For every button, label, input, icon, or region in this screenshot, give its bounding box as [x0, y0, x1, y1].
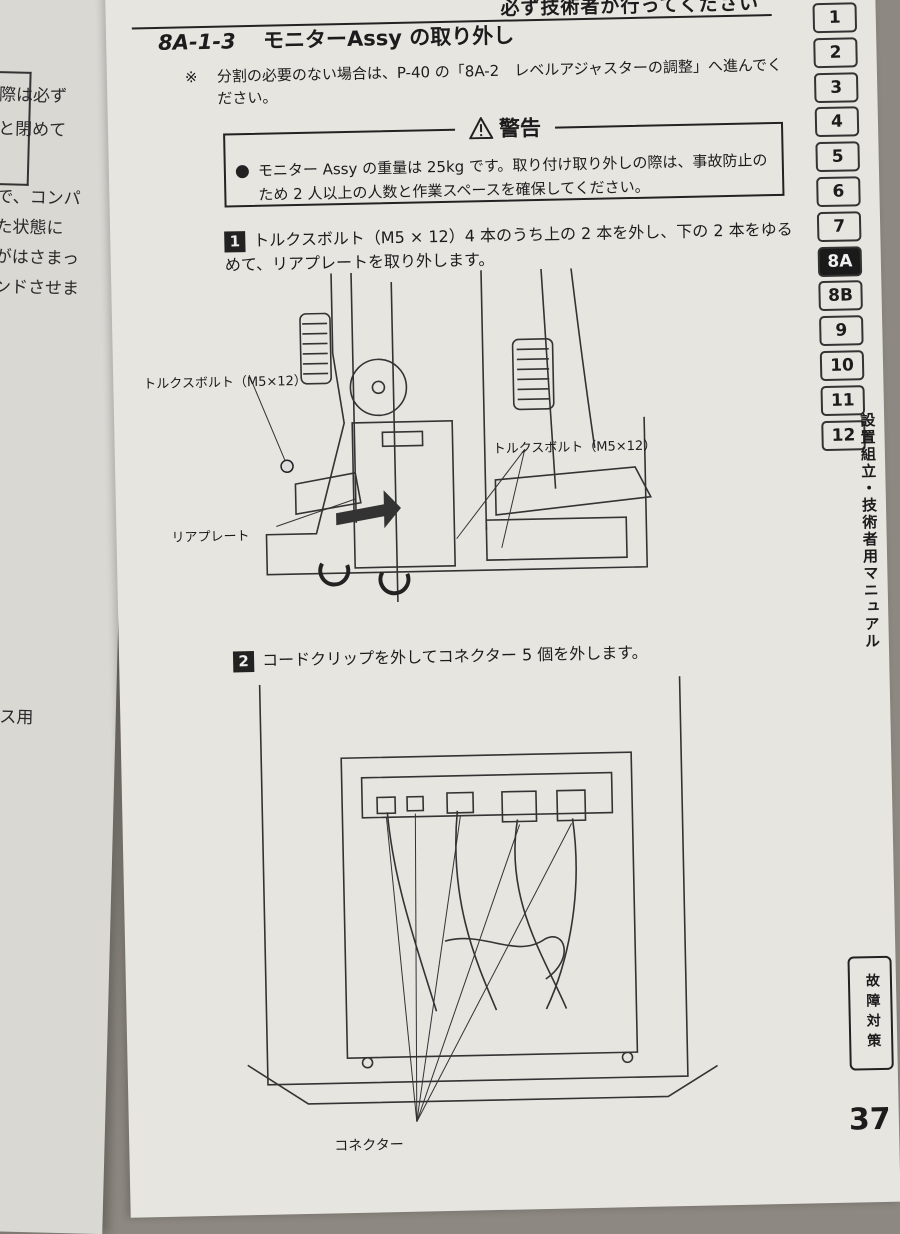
rear-plate-window	[381, 430, 424, 448]
previous-page-line-2: た状態に	[0, 217, 64, 239]
previous-page-box-line-2: と閉めて	[0, 119, 67, 141]
manual-name-label: 設置組立・技術者用マニュアル	[858, 411, 882, 651]
cabinet-outline	[258, 676, 689, 1086]
cabinet-outline	[265, 273, 649, 576]
leader-connector-2	[416, 815, 461, 1122]
leader-connector-4	[416, 823, 573, 1122]
screw-right	[621, 1051, 634, 1064]
rear-opening	[340, 751, 639, 1059]
label-rear-plate: リアプレート	[171, 529, 250, 546]
connector-5	[376, 796, 397, 815]
tab-3[interactable]: 3	[813, 71, 859, 103]
monitor-edge	[570, 268, 596, 448]
tab-5[interactable]: 5	[815, 141, 861, 173]
leader-bolt-lower-a	[456, 449, 526, 540]
rotate-arrow-right	[378, 571, 411, 596]
connector-1	[406, 795, 425, 812]
cabinet-frame-lines	[350, 268, 557, 603]
fan-hub	[371, 380, 386, 395]
warning-item: モニター Assy の重量は 25kg です。取り付け取り外しの際は、事故防止の…	[235, 148, 773, 207]
cable-bundle	[444, 936, 565, 980]
previous-page-line-3: がはさまっ	[0, 247, 80, 270]
previous-page-fragment: ンス用	[0, 706, 34, 729]
screw-left	[361, 1056, 374, 1069]
step-2-badge: 2	[232, 651, 255, 673]
connector-3	[501, 790, 538, 823]
tab-9[interactable]: 9	[819, 315, 864, 347]
removal-arrow	[336, 490, 401, 529]
note: ※ 分割の必要のない場合は、P-40 の「8A-2 レベルアジャスターの調整」へ…	[185, 54, 798, 110]
bolt-icon	[280, 459, 294, 474]
vent-right-slats	[516, 347, 550, 401]
vent-right	[511, 338, 555, 411]
tab-11[interactable]: 11	[820, 384, 866, 416]
warning-triangle-icon	[468, 116, 494, 140]
vent-left-slats	[302, 322, 329, 375]
label-torx-bolt-upper: トルクスボルト（M5×12）	[143, 373, 307, 393]
previous-page-box-line-1: 際は必ず	[0, 85, 68, 107]
label-connector: コネクター	[334, 1136, 404, 1155]
tab-8a[interactable]: 8A	[817, 245, 863, 277]
note-text: 分割の必要のない場合は、P-40 の「8A-2 レベルアジャスターの調整」へ進ん…	[216, 55, 783, 108]
leader-connector-5	[385, 817, 418, 1122]
note-mark: ※	[184, 68, 198, 87]
leader-connector-3	[416, 824, 521, 1122]
leader-bolt-lower-b	[501, 449, 526, 548]
previous-page-line-1: で、コンパ	[0, 187, 81, 210]
tab-7[interactable]: 7	[816, 211, 862, 242]
rotate-arrow-left	[318, 562, 351, 587]
warning-title: 警告	[498, 115, 542, 141]
section-number: 8A-1-3	[157, 29, 236, 55]
tab-1[interactable]: 1	[812, 2, 858, 34]
troubleshooting-tab[interactable]: 故障対策	[847, 955, 894, 1071]
leader-connector-1	[414, 813, 418, 1122]
cables	[386, 810, 577, 1012]
chapter-tabs: 1 2 3 4 5 6 7 8A 8B 9 10 11 12	[812, 2, 869, 455]
connector-panel	[360, 771, 614, 819]
tab-4[interactable]: 4	[814, 106, 860, 138]
step-2: 2 コードクリップを外してコネクター 5 個を外します。	[232, 637, 813, 673]
monitor-base	[485, 516, 628, 561]
leader-rear-plate	[276, 498, 356, 528]
step-1-badge: 1	[224, 231, 246, 253]
fan-icon	[349, 358, 408, 417]
vent-left	[299, 312, 333, 385]
label-torx-bolt-lower: トルクスボルト（M5×12）	[492, 438, 657, 457]
rear-plate	[351, 420, 456, 569]
monitor-base-tray	[494, 466, 653, 516]
step-2-text: コードクリップを外してコネクター 5 個を外します。	[261, 642, 648, 670]
section-title: モニターAssy の取り外し	[262, 23, 515, 53]
cabinet-base	[247, 1064, 719, 1105]
figure-connector-removal	[247, 676, 719, 1122]
page-number: 37	[848, 1101, 891, 1138]
section-heading: 8A-1-3 モニターAssy の取り外し	[158, 19, 515, 56]
manual-page: 必ず技術者が行ってください 8A-1-3 モニターAssy の取り外し ※ 分割…	[105, 0, 900, 1218]
lower-bracket	[294, 471, 362, 516]
tab-6[interactable]: 6	[816, 176, 861, 208]
bullet-icon	[235, 165, 250, 179]
tab-10[interactable]: 10	[819, 350, 865, 382]
warning-box: 警告 モニター Assy の重量は 25kg です。取り付け取り外しの際は、事故…	[223, 111, 785, 208]
tab-8b[interactable]: 8B	[818, 280, 863, 312]
connector-2	[446, 791, 475, 814]
figure-rear-plate-removal	[248, 268, 653, 603]
warning-text: モニター Assy の重量は 25kg です。取り付け取り外しの際は、事故防止の…	[257, 151, 768, 204]
previous-page-line-4: ンドさせま	[0, 276, 80, 300]
warning-heading: 警告	[454, 111, 556, 144]
leader-bolt-upper	[248, 374, 286, 461]
connector-4	[556, 789, 587, 822]
tab-2[interactable]: 2	[813, 37, 858, 68]
